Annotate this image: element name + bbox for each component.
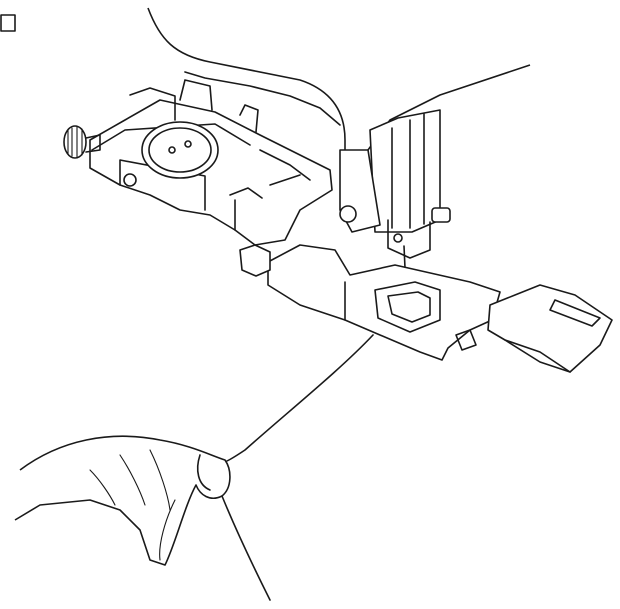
hook [123, 173, 271, 277]
button [141, 121, 219, 179]
foot-sole [267, 244, 501, 361]
knob-icon [63, 125, 87, 159]
machine-arm [147, 7, 531, 161]
thread [223, 334, 374, 463]
corner-marker [0, 14, 16, 32]
thumb-screw [431, 207, 451, 223]
hand [14, 435, 271, 601]
knob [63, 125, 101, 159]
lever-plate [487, 284, 613, 373]
screw-icon [339, 205, 357, 223]
needle-bar [339, 109, 451, 301]
button-icon [141, 121, 219, 179]
